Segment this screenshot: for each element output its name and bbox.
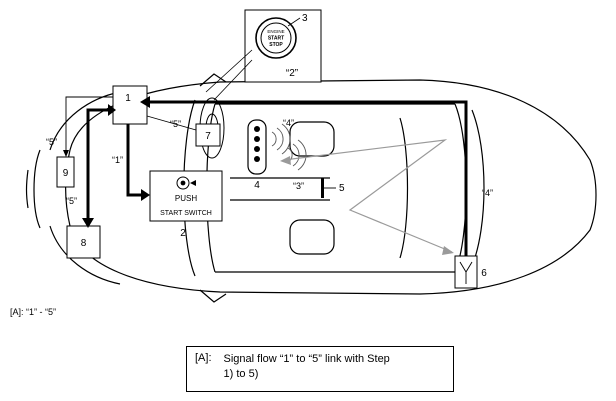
signal-path-4-thick <box>150 100 468 256</box>
label-2: 2 <box>180 228 186 239</box>
label-9: 9 <box>63 168 69 179</box>
label-4: 4 <box>254 180 260 191</box>
reference-note: [A]: “1” - “5” <box>10 307 57 317</box>
label-q1: “1” <box>112 155 123 165</box>
label-q5-bottom: “5” <box>66 196 77 206</box>
label-q4-fob: “4” <box>283 118 294 128</box>
label-8: 8 <box>81 238 87 249</box>
label-q3: “3” <box>293 181 304 191</box>
arrow-head-1-to-2 <box>141 189 150 201</box>
label-3: 3 <box>302 13 308 24</box>
label-6: 6 <box>481 268 487 279</box>
arrow-head-5-to-8 <box>82 218 94 228</box>
label-5: 5 <box>339 183 345 194</box>
caption-box: [A]: Signal flow “1” to “5” link with St… <box>186 346 454 392</box>
arrow-head-5-up <box>108 104 116 116</box>
radio-waves <box>271 123 307 171</box>
component-5: 5 <box>321 178 345 198</box>
label-q5-left: “5” <box>46 137 57 147</box>
arrow-head-4-to-1 <box>140 96 150 108</box>
component-8: 8 <box>66 225 101 259</box>
component-2-start-switch: PUSH START SWITCH 2 <box>149 170 223 239</box>
caption-line-1: Signal flow “1” to “5” link with Step <box>223 353 390 365</box>
label-q5-steering: “5” <box>170 119 181 129</box>
component-1-control-unit: 1 <box>112 85 148 125</box>
signal-path-5-thin <box>65 96 113 152</box>
arrow-head-5-to-9 <box>63 150 69 157</box>
label-7: 7 <box>205 131 211 142</box>
button-line-1: ENGINE <box>267 29 284 34</box>
button-line-2: START <box>268 36 284 42</box>
signal-path-5-thick <box>86 108 113 220</box>
component-6-antenna: 6 <box>454 255 487 289</box>
label-q4-side: “4” <box>482 188 493 198</box>
arrow-head-gray-to-fob <box>280 156 291 165</box>
signal-path-1 <box>126 124 143 197</box>
button-line-3: STOP <box>269 42 283 48</box>
switch-push: PUSH <box>175 194 197 203</box>
start-button-inset: ENGINE START STOP 3 “2” <box>205 9 322 101</box>
arrow-head-gray-to-antenna <box>442 246 454 255</box>
component-7: 7 <box>195 123 221 147</box>
caption-key: [A]: <box>195 352 212 364</box>
label-1: 1 <box>125 93 131 104</box>
component-9: 9 <box>56 156 75 188</box>
signal-path-5-to-7 <box>146 115 197 131</box>
key-fob: 4 <box>247 119 267 191</box>
caption-line-2: 1) to 5) <box>223 368 259 380</box>
switch-caption: START SWITCH <box>160 210 212 217</box>
caption-text: Signal flow “1” to “5” link with Step 1)… <box>224 352 390 386</box>
label-q2: “2” <box>286 68 298 79</box>
signal-path-3-gray <box>283 139 453 253</box>
